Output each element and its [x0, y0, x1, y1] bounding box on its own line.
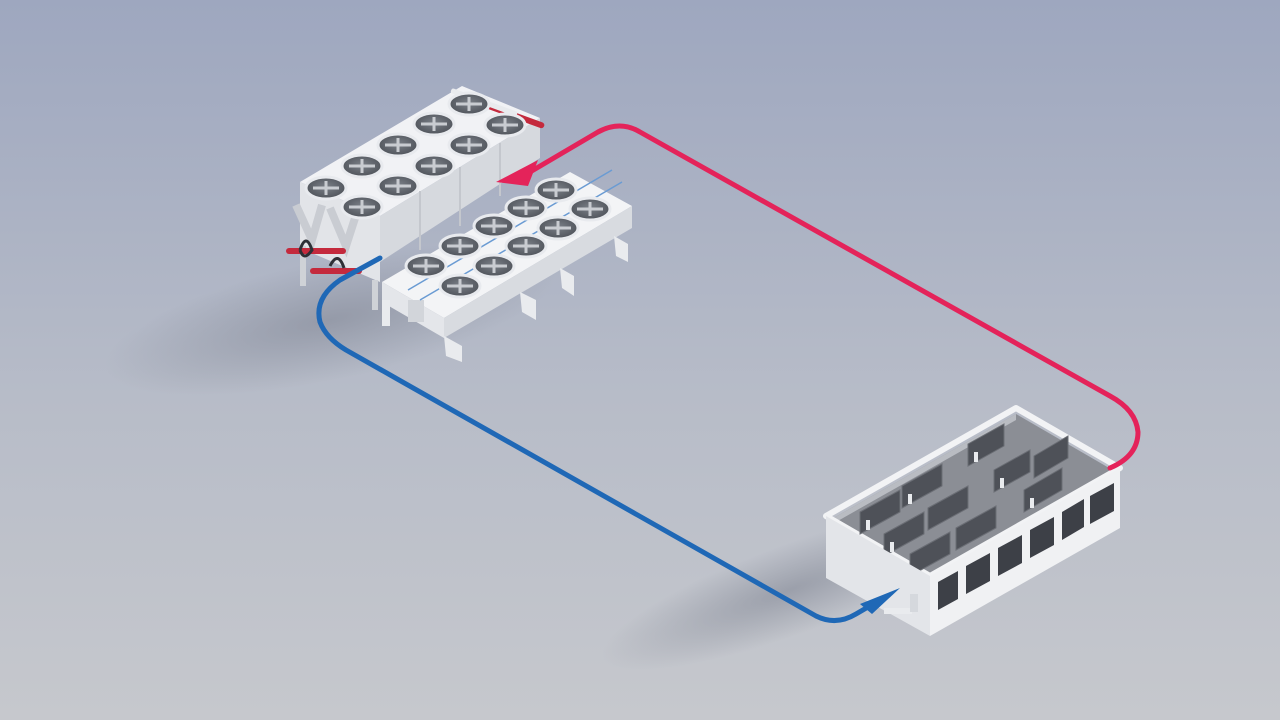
- hot-return-pipe: [496, 123, 1141, 471]
- adiabatic-cooler: [382, 169, 632, 362]
- data-center: [823, 405, 1123, 636]
- hot-return-arrow-icon: [496, 160, 538, 186]
- fan-array-icon: [404, 177, 612, 299]
- cold-supply-arrow-icon: [860, 588, 900, 614]
- fan-array-icon: [304, 91, 527, 220]
- server-rack-icon: [859, 423, 1069, 577]
- dry-cooler: [286, 86, 545, 310]
- cold-supply-pipe: [316, 255, 900, 623]
